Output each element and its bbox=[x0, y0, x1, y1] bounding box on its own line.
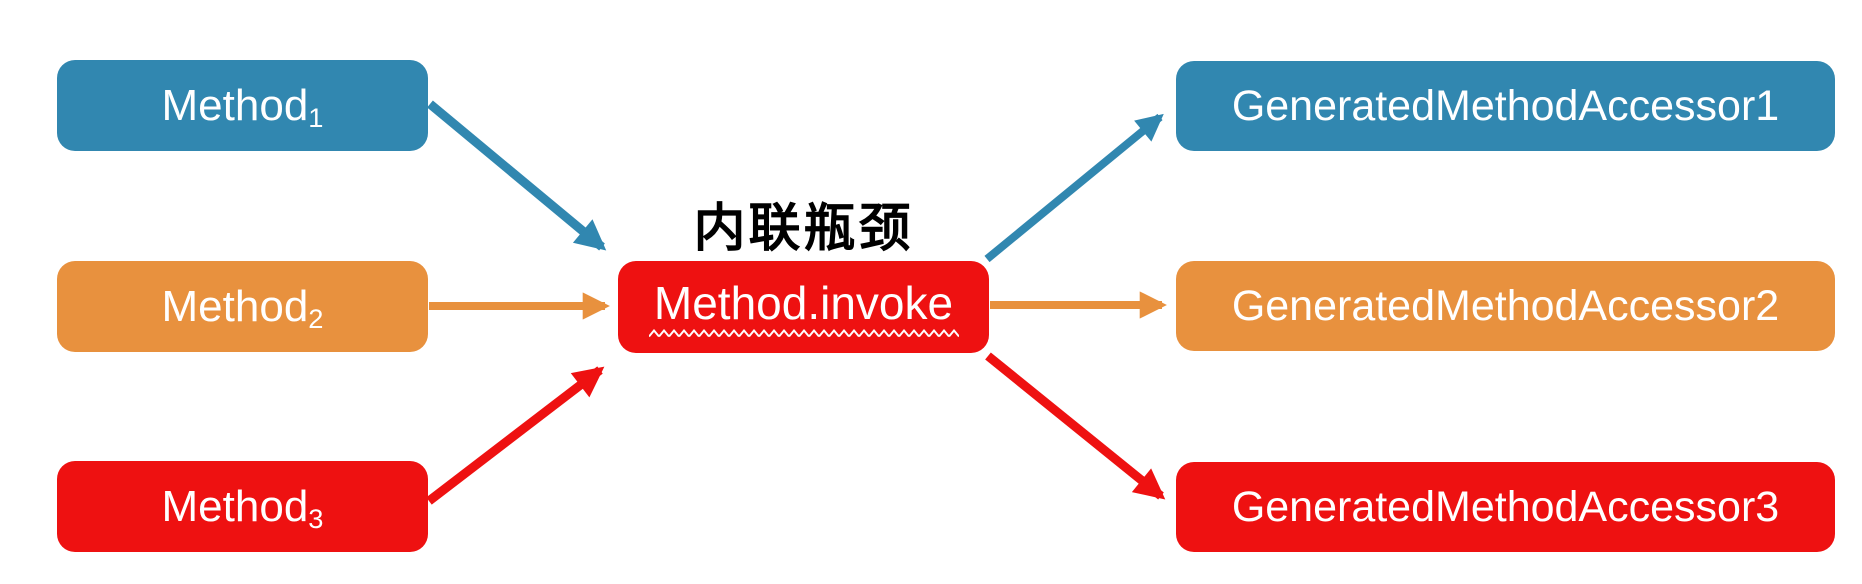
method2-label: Method2 bbox=[162, 282, 324, 332]
method1-box: Method1 bbox=[57, 60, 428, 151]
method-invoke-box: Method.invoke bbox=[618, 261, 989, 353]
generated-method-accessor2-box: GeneratedMethodAccessor2 bbox=[1176, 261, 1835, 351]
method3-label-subscript: 3 bbox=[308, 502, 324, 534]
squiggle-underline bbox=[648, 329, 959, 338]
method2-box: Method2 bbox=[57, 261, 428, 352]
method2-label-subscript: 2 bbox=[308, 302, 324, 334]
generated-method-accessor1-box: GeneratedMethodAccessor1 bbox=[1176, 61, 1835, 151]
method3-label: Method3 bbox=[162, 482, 324, 532]
generated-method-accessor3-label: GeneratedMethodAccessor3 bbox=[1231, 482, 1780, 531]
method2-label-text: Method bbox=[161, 281, 309, 331]
method3-box: Method3 bbox=[57, 461, 428, 552]
generated-method-accessor3-box: GeneratedMethodAccessor3 bbox=[1176, 462, 1835, 552]
method-invoke-label: Method.invoke bbox=[653, 277, 954, 329]
diagram-title: 内联瓶颈 bbox=[693, 200, 914, 258]
arrow-invoke-to-accessor1 bbox=[984, 113, 1164, 263]
method1-label: Method1 bbox=[162, 81, 324, 131]
method1-label-text: Method bbox=[161, 80, 309, 130]
generated-method-accessor2-label: GeneratedMethodAccessor2 bbox=[1231, 281, 1780, 330]
method3-label-text: Method bbox=[161, 481, 309, 531]
generated-method-accessor1-label: GeneratedMethodAccessor1 bbox=[1231, 81, 1780, 130]
method1-label-subscript: 1 bbox=[308, 101, 324, 133]
arrow-invoke-to-accessor3 bbox=[985, 352, 1166, 500]
arrow-method1-to-invoke bbox=[427, 100, 607, 251]
arrow-method3-to-invoke bbox=[426, 366, 605, 505]
